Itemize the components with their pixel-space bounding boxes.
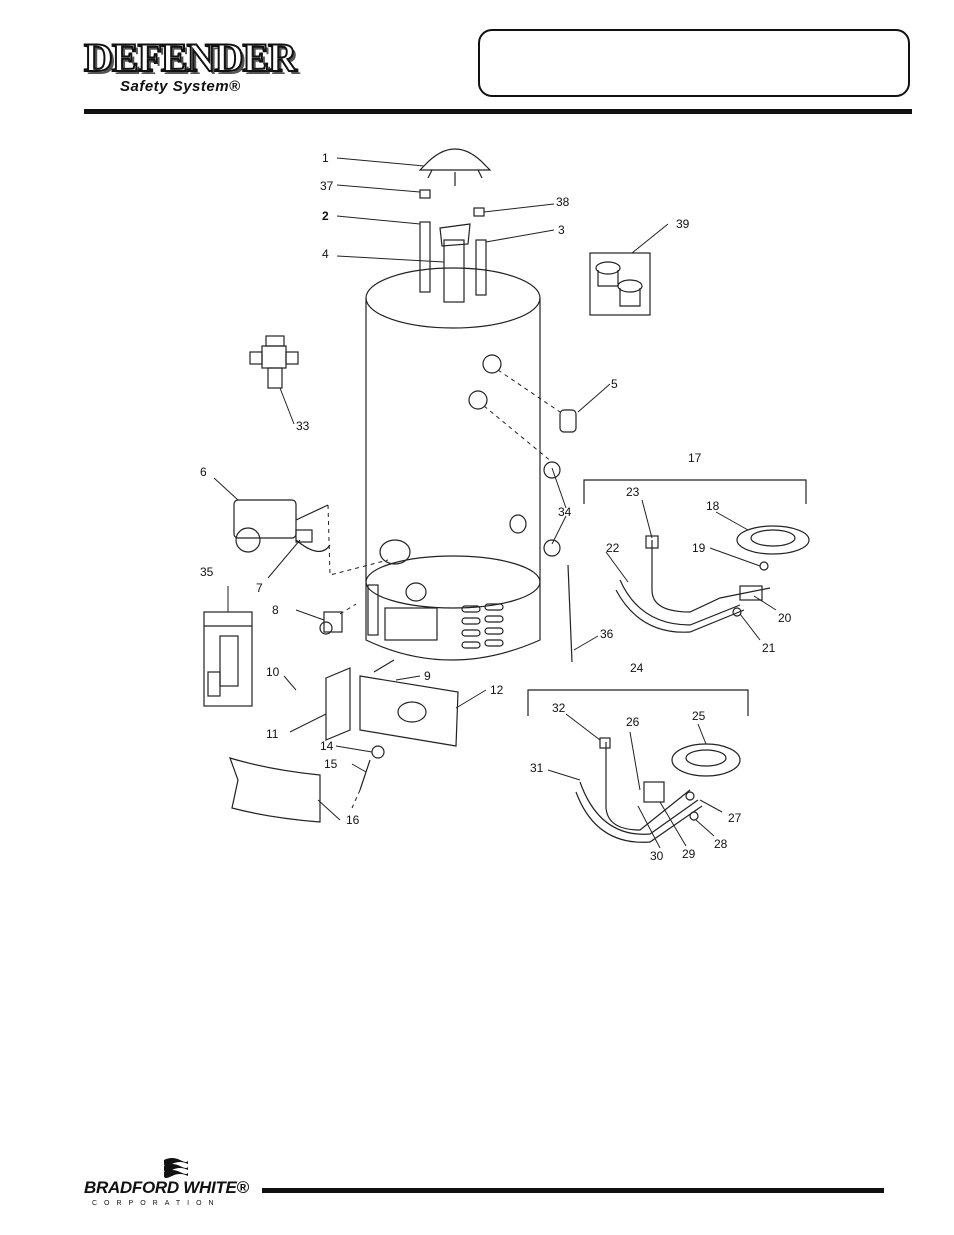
callout-14: 14	[320, 739, 334, 753]
callout-28: 28	[714, 837, 728, 851]
callout-27: 27	[728, 811, 742, 825]
callout-6: 6	[200, 465, 207, 479]
tank-body	[366, 298, 540, 660]
hot-nipple	[420, 222, 430, 292]
callout-31: 31	[530, 761, 544, 775]
draft-hood	[420, 149, 490, 170]
callout-18: 18	[706, 499, 720, 513]
callout-37: 37	[320, 179, 334, 193]
footer-rule	[262, 1188, 884, 1193]
callout-11: 11	[266, 727, 279, 741]
callout-24: 24	[630, 661, 644, 675]
callout-8: 8	[272, 603, 279, 617]
callout-10: 10	[266, 665, 280, 679]
callout-39: 39	[676, 217, 690, 231]
callout-34: 34	[558, 505, 572, 519]
callout-23: 23	[626, 485, 640, 499]
burner-25	[672, 744, 740, 776]
callout-38: 38	[556, 195, 570, 209]
tank-top	[366, 268, 540, 328]
callout-1: 1	[322, 151, 329, 165]
callout-9: 9	[424, 669, 431, 683]
outer-door	[360, 676, 458, 746]
callout-17: 17	[688, 451, 702, 465]
callout-15: 15	[324, 757, 338, 771]
callout-21: 21	[762, 641, 776, 655]
bradford-white-logo: BRADFORD WHITE® CORPORATION	[84, 1156, 264, 1216]
callout-26: 26	[626, 715, 640, 729]
gas-valve	[234, 500, 296, 538]
callout-35: 35	[200, 565, 214, 579]
callout-22: 22	[606, 541, 620, 555]
callout-5: 5	[611, 377, 618, 391]
callout-32: 32	[552, 701, 566, 715]
callout-12: 12	[490, 683, 504, 697]
callout-19: 19	[692, 541, 706, 555]
callout-30: 30	[650, 849, 664, 863]
cold-nipple	[476, 240, 486, 295]
callout-20: 20	[778, 611, 792, 625]
callout-4: 4	[322, 247, 329, 261]
flue-pipe	[444, 240, 464, 302]
callout-3: 3	[558, 223, 565, 237]
callout-25: 25	[692, 709, 706, 723]
callout-29: 29	[682, 847, 696, 861]
company-wordmark: BRADFORD WHITE®	[84, 1178, 249, 1198]
callout-33: 33	[296, 419, 310, 433]
callout-36: 36	[600, 627, 614, 641]
callout-7: 7	[256, 581, 263, 595]
callout-16: 16	[346, 813, 360, 827]
company-corporation: CORPORATION	[92, 1200, 221, 1207]
callout-2: 2	[322, 209, 329, 223]
inner-door	[230, 758, 320, 822]
